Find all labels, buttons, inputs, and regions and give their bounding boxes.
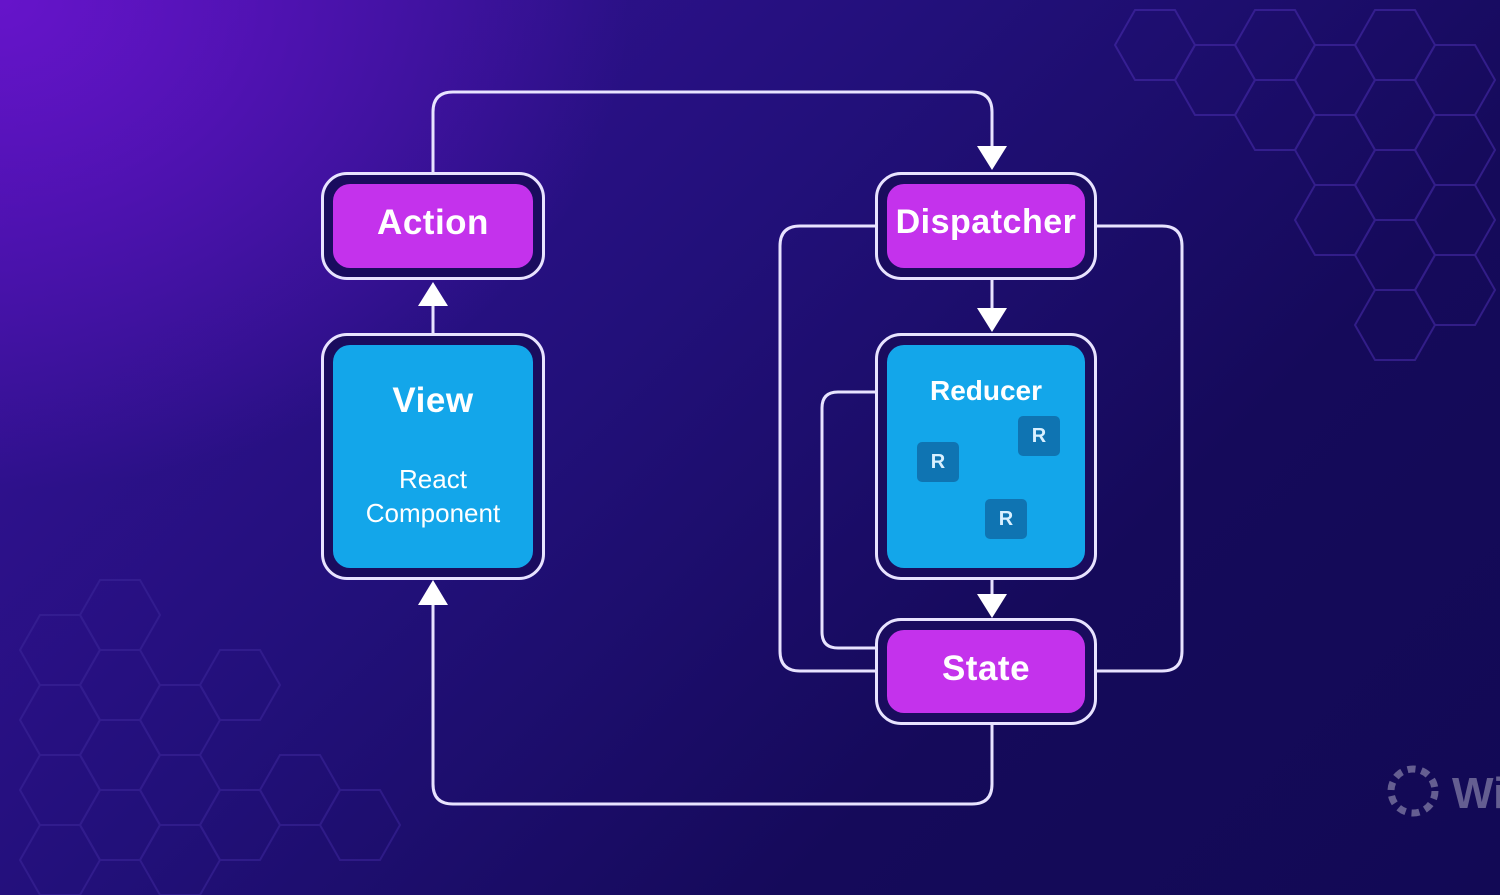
view-sublabel: React Component (365, 464, 501, 528)
reducer-chip: R (1018, 416, 1060, 456)
arrowhead-view (418, 580, 448, 605)
action-node-fill: Action (333, 184, 533, 268)
edge-dispatcher-right-loop (1097, 224, 1184, 673)
edge-dispatcher-left-loop (778, 224, 875, 673)
edge-action-to-dispatcher (431, 90, 994, 172)
reducer-label: Reducer (929, 375, 1043, 406)
state-label: State (941, 649, 1031, 688)
action-node: Action (321, 172, 545, 280)
arrowhead-state (977, 594, 1007, 618)
arrowhead-action (418, 282, 448, 306)
reducer-chip: R (985, 499, 1027, 539)
watermark: Wi (1380, 758, 1500, 828)
arrowhead-reducer (977, 308, 1007, 332)
brand-logo-icon: Wi (1387, 765, 1500, 818)
state-node: State (875, 618, 1097, 725)
view-node: View React Component (321, 333, 545, 580)
dispatcher-node-fill: Dispatcher (887, 184, 1085, 268)
watermark-text: Wi (1452, 769, 1500, 818)
reducer-node-fill: Reducer R R R (887, 345, 1085, 568)
dispatcher-label: Dispatcher (895, 203, 1077, 241)
edge-state-to-view (431, 605, 994, 806)
view-label: View (392, 381, 474, 420)
reducer-chip: R (917, 442, 959, 482)
dispatcher-node: Dispatcher (875, 172, 1097, 280)
state-node-fill: State (887, 630, 1085, 713)
arrowhead-dispatcher (977, 146, 1007, 170)
action-label: Action (377, 203, 489, 242)
view-node-fill: View React Component (333, 345, 533, 568)
edge-state-reducer-loop (820, 390, 875, 650)
reducer-node: Reducer R R R (875, 333, 1097, 580)
